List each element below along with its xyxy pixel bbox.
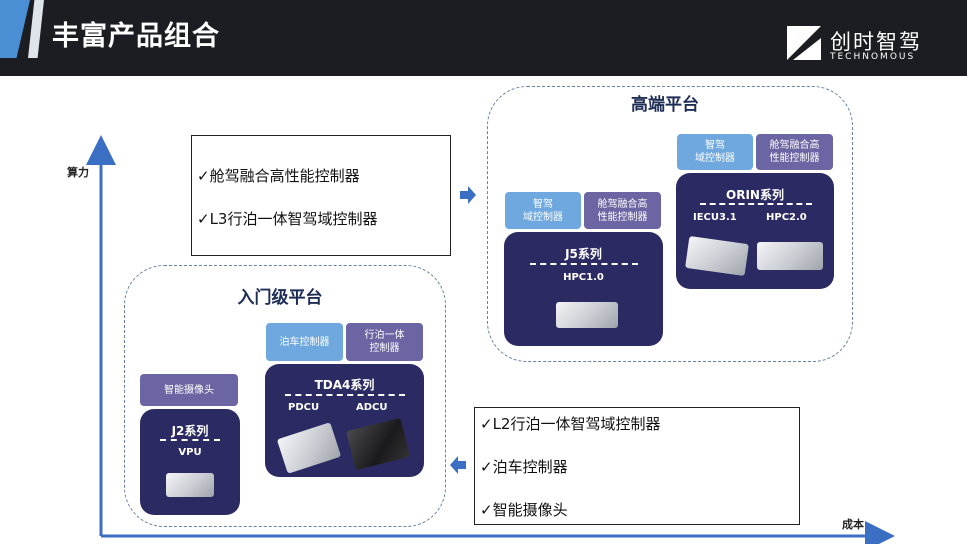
entry-feature-item-2: ✓泊车控制器: [480, 458, 568, 476]
entry-platform-title: 入门级平台: [237, 288, 323, 308]
entry-feature-box: [474, 407, 800, 525]
j2-divider: [160, 439, 220, 441]
entry-feature-item-3: ✓智能摄像头: [480, 501, 568, 519]
j2-device-image: [166, 473, 214, 497]
high-feature-item-2: ✓L3行泊一体智驾域控制器: [197, 210, 378, 228]
orin-series: ORIN系列: [726, 188, 784, 202]
arrow-right-icon: [460, 186, 476, 204]
tda4-tag-right: 行泊一体 控制器: [346, 323, 423, 361]
logo-text-cn: 创时智驾: [830, 30, 922, 54]
high-feature-box: [191, 135, 451, 256]
tda4-tag-left: 泊车控制器: [266, 323, 343, 361]
tda4-divider: [285, 394, 405, 396]
arrow-left-icon: [450, 456, 466, 474]
entry-feature-item-1: ✓L2行泊一体智驾域控制器: [480, 415, 661, 433]
orin-product-iecu: IECU3.1: [693, 212, 737, 223]
j2-tag: 智能摄像头: [140, 374, 238, 406]
high-feature-item-1: ✓舱驾融合高性能控制器: [197, 167, 360, 185]
j5-tag-left: 智驾 域控制器: [505, 192, 581, 229]
orin-tag-right: 舱驾融合高 性能控制器: [756, 134, 833, 170]
tda4-product-pdcu: PDCU: [288, 402, 320, 413]
j2-product: VPU: [178, 447, 202, 458]
orin-product-hpc2: HPC2.0: [766, 212, 807, 223]
page-title: 丰富产品组合: [52, 21, 220, 52]
hpc2-device-image: [757, 242, 823, 270]
x-axis-label: 成本: [842, 518, 864, 531]
j5-divider: [530, 263, 638, 265]
j2-card: [140, 409, 240, 515]
logo-text-en: TECHNOMOUS: [830, 52, 916, 62]
hpc1-device-image: [556, 302, 618, 328]
j5-series: J5系列: [565, 247, 602, 261]
entry-platform-zone: [124, 265, 446, 527]
j5-tag-right: 舱驾融合高 性能控制器: [584, 192, 661, 229]
tda4-product-adcu: ADCU: [356, 402, 388, 413]
j5-product: HPC1.0: [563, 272, 604, 283]
orin-tag-left: 智驾 域控制器: [677, 134, 753, 170]
high-platform-title: 高端平台: [631, 95, 699, 115]
j2-series: J2系列: [171, 424, 209, 438]
high-platform-zone: [487, 86, 853, 362]
orin-divider: [700, 203, 812, 205]
y-axis-label: 算力: [67, 166, 89, 179]
tda4-series: TDA4系列: [314, 378, 375, 392]
